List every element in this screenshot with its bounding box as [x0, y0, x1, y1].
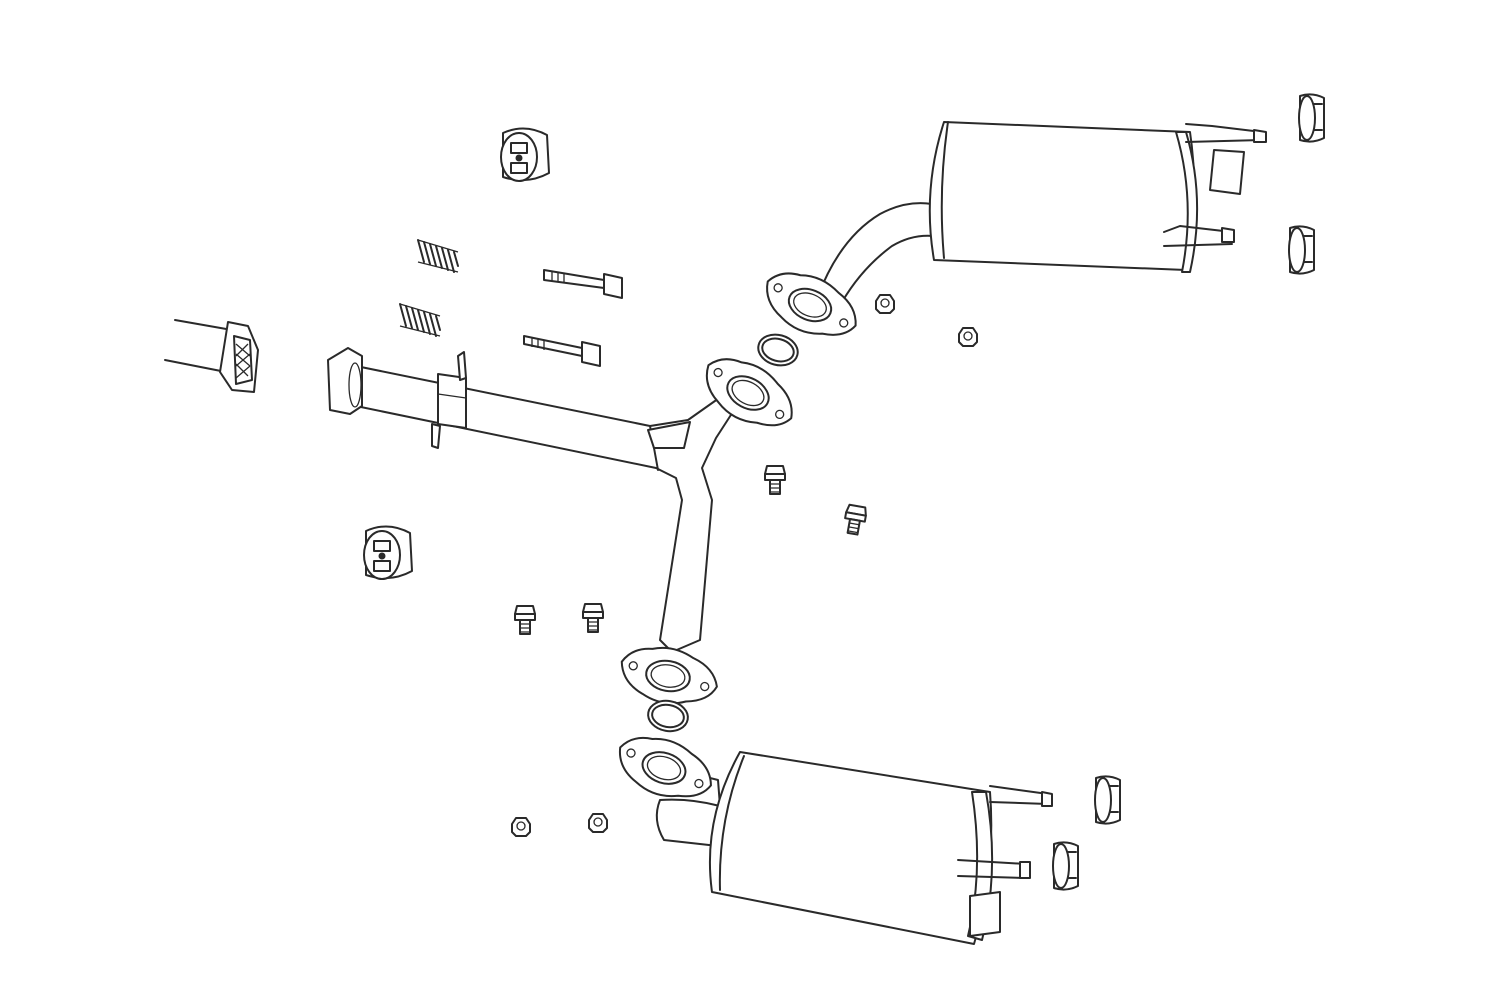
flange-bolt	[514, 605, 536, 635]
nut	[588, 813, 608, 833]
spring	[417, 239, 459, 273]
front-pipe-stub	[164, 319, 259, 393]
rubber-hanger	[1052, 841, 1079, 891]
nut	[511, 817, 531, 837]
upper-muffler	[754, 121, 1267, 350]
flange-bolt	[764, 465, 786, 495]
gasket	[644, 696, 692, 736]
front-y-pipe	[327, 345, 807, 713]
nut	[958, 327, 978, 347]
stud-bolt	[523, 335, 601, 367]
flange-bolt	[841, 503, 869, 537]
rubber-hanger	[500, 127, 550, 182]
lower-muffler	[609, 725, 1053, 945]
rubber-hanger	[363, 525, 413, 580]
spring	[399, 303, 441, 337]
nut	[875, 294, 895, 314]
rubber-hanger	[1298, 93, 1325, 143]
rubber-hanger	[1094, 775, 1121, 825]
rubber-hanger	[1288, 225, 1315, 275]
gasket	[753, 329, 803, 371]
flange-bolt	[582, 603, 604, 633]
stud-bolt	[543, 269, 623, 299]
